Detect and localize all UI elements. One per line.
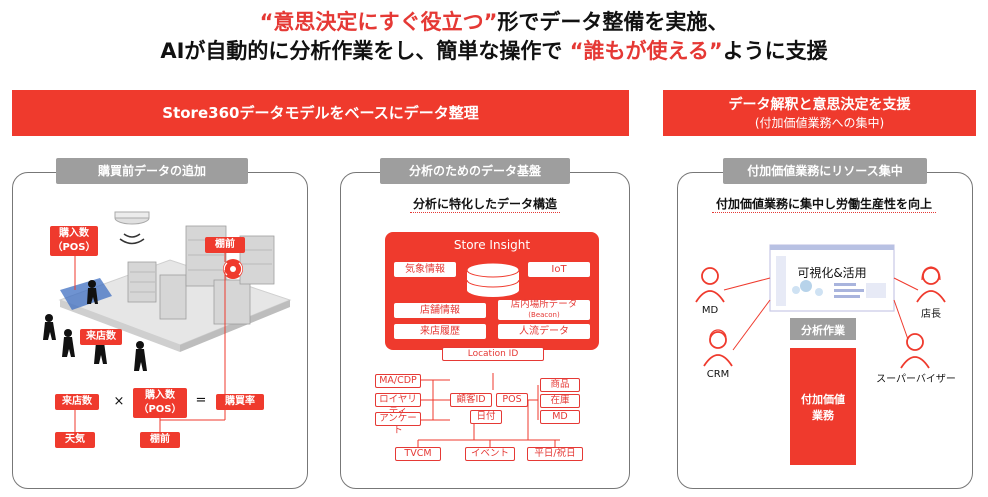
analysis-bar: [790, 318, 856, 340]
person-icon-store-manager: [916, 266, 946, 303]
shopper-icons: [43, 280, 147, 371]
sensor-icon: [114, 211, 150, 245]
insight-store-info: 店舗情報: [394, 303, 486, 318]
banner-decision-support: データ解釈と意思決定を支援 (付加価値業務への集中): [663, 90, 976, 136]
item-date: 日付: [470, 410, 502, 424]
label-purchases-formula: 購入数 （POS）: [133, 388, 187, 418]
headline-highlight-1: “意思決定にすぐ役立つ”: [259, 10, 498, 34]
label-shelf-top: 棚前: [205, 237, 245, 253]
label-shelf-bottom: 棚前: [140, 432, 180, 448]
person-icon-md: [695, 267, 725, 303]
label-visitors: 来店数: [55, 394, 99, 410]
person-label-md: MD: [701, 305, 719, 316]
item-loyalty: ロイヤリティ: [375, 393, 421, 417]
headline-line-1: “意思決定にすぐ役立つ”形でデータ整備を実施、: [0, 8, 988, 36]
headline-text-2b: ように支援: [722, 39, 828, 63]
insight-beacon-label: (Beacon): [528, 311, 560, 319]
item-tvcm: TVCM: [395, 447, 441, 461]
person-icon-crm: [703, 329, 733, 367]
beacon-icon: [223, 259, 243, 279]
insight-weather: 気象情報: [394, 262, 456, 277]
tab-data-platform: 分析のためのデータ基盤: [380, 158, 570, 184]
checkout-area: [60, 278, 112, 310]
analysis-work-label: 分析作業: [801, 324, 845, 337]
insight-location-data: 店内場所データ (Beacon): [498, 300, 590, 320]
label-purchases-top: 購入数 （POS）: [50, 226, 98, 256]
insight-flow-data: 人流データ: [498, 324, 590, 339]
operator-equals: =: [195, 393, 207, 408]
insight-location-data-label: 店内場所データ: [510, 299, 578, 310]
person-label-supervisor: スーパーバイザー: [876, 374, 956, 385]
insight-visit-history: 来店履歴: [394, 324, 486, 339]
item-md: MD: [540, 410, 580, 424]
item-survey: アンケート: [375, 412, 421, 436]
value-work-label: 付加価値 業務: [801, 393, 845, 422]
tab-resource-focus: 付加価値業務にリソース集中: [723, 158, 927, 184]
headline-highlight-2: “誰もが使える”: [569, 39, 723, 63]
headline-line-2: AIが自動的に分析作業をし、簡単な操作で “誰もが使える”ように支援: [0, 37, 988, 65]
label-purchase-rate: 購買率: [216, 394, 264, 410]
location-id-box: Location ID: [442, 347, 544, 361]
item-event: イベント: [465, 447, 515, 461]
person-label-store-manager: 店長: [921, 309, 941, 320]
store-illustration: [43, 211, 292, 371]
dashboard-label: 可視化&活用: [797, 266, 867, 280]
database-icon: [466, 262, 520, 297]
store-insight-title: Store Insight: [453, 238, 531, 252]
item-weekday-holiday: 平日/祝日: [527, 447, 583, 461]
operator-times: ×: [113, 394, 125, 409]
banner-right-subtitle: (付加価値業務への集中): [754, 116, 885, 130]
headline-text-2a: AIが自動的に分析作業をし、簡単な操作で: [160, 39, 570, 63]
shelf-icon: [127, 225, 275, 325]
item-ma-cdp: MA/CDP: [375, 374, 421, 388]
person-label-crm: CRM: [706, 369, 730, 380]
label-visitors-store: 来店数: [80, 329, 122, 345]
person-icon-supervisor: [900, 333, 930, 369]
label-weather: 天気: [55, 432, 95, 448]
banner-right-title: データ解釈と意思決定を支援: [728, 97, 911, 113]
item-inventory: 在庫: [540, 394, 580, 408]
item-customer-id: 顧客ID: [450, 393, 492, 407]
banner-data-model: Store360データモデルをベースにデータ整理: [12, 90, 629, 136]
subtitle-productivity: 付加価値業務に集中し労働生産性を向上: [712, 195, 936, 213]
value-work-bar: [790, 348, 856, 465]
item-product: 商品: [540, 378, 580, 392]
item-pos: POS: [496, 393, 528, 407]
tab-pre-purchase-data: 購買前データの追加: [56, 158, 248, 184]
subtitle-data-structure: 分析に特化したデータ構造: [410, 195, 560, 213]
headline-text-1: 形でデータ整備を実施、: [497, 10, 729, 34]
insight-iot: IoT: [528, 262, 590, 277]
